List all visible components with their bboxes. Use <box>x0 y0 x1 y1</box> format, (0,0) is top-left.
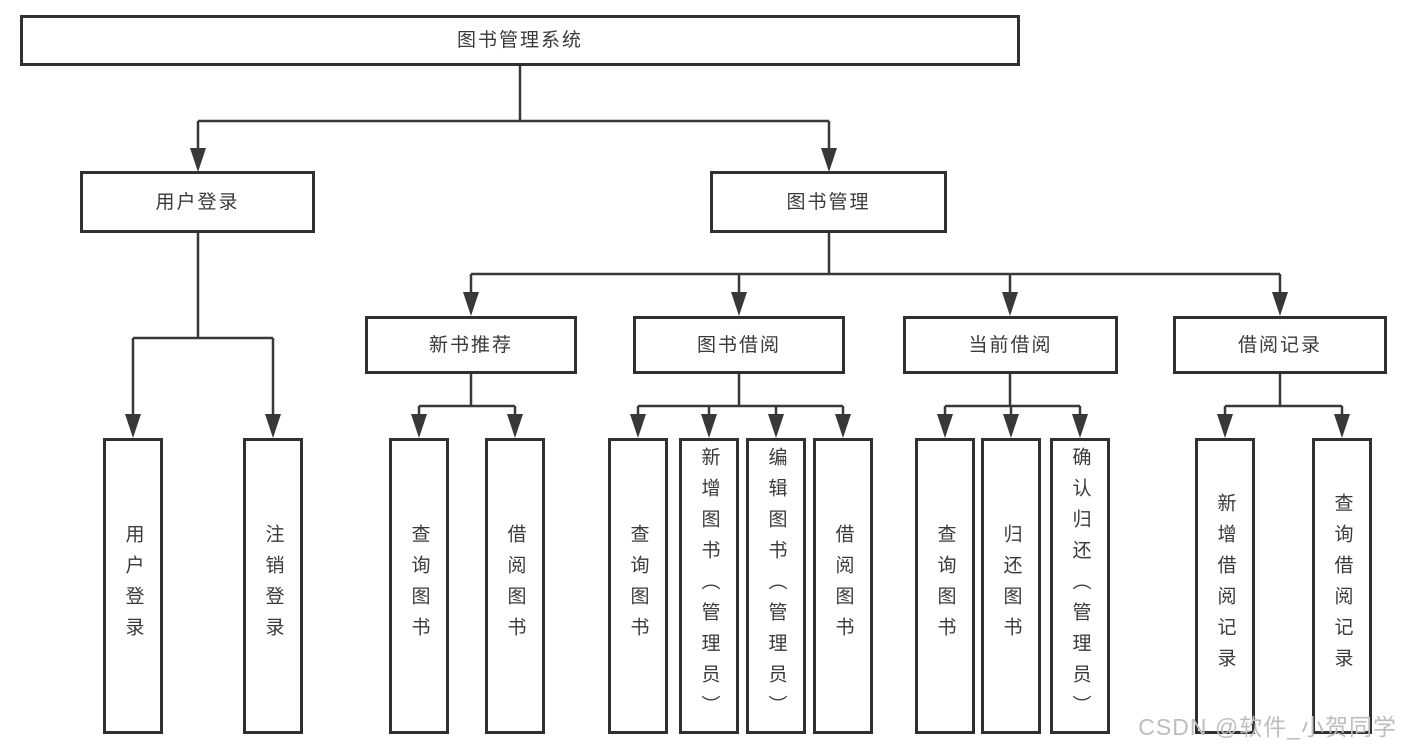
arrowhead <box>630 414 646 438</box>
arrowhead <box>1217 414 1233 438</box>
leaf-return-books: 归还图书 <box>981 438 1041 734</box>
leaf-label: 借阅图书 <box>832 524 854 648</box>
arrowhead <box>937 414 953 438</box>
group-book-borrowing: 图书借阅 <box>633 316 845 374</box>
connector-path <box>131 66 1344 418</box>
group-current-borrowing: 当前借阅 <box>903 316 1118 374</box>
node-library-management-system: 图书管理系统 <box>20 15 1020 66</box>
arrowhead <box>190 148 206 172</box>
arrowhead <box>265 414 281 438</box>
group-new-book-recommend: 新书推荐 <box>365 316 577 374</box>
leaf-label: 用户登录 <box>122 524 144 648</box>
leaf-borrow-books-recommend: 借阅图书 <box>485 438 545 734</box>
leaf-label: 查询借阅记录 <box>1331 493 1353 679</box>
arrowhead <box>768 414 784 438</box>
leaf-label: 新增图书（管理员） <box>698 446 720 726</box>
branch-user-login: 用户登录 <box>80 171 315 233</box>
arrowhead <box>1272 292 1288 316</box>
arrowhead <box>1003 414 1019 438</box>
arrowhead <box>1072 414 1088 438</box>
arrowhead <box>731 292 747 316</box>
watermark: CSDN @软件_小贺同学 <box>1138 714 1397 740</box>
leaf-query-books-current: 查询图书 <box>915 438 975 734</box>
leaf-label: 查询图书 <box>934 524 956 648</box>
leaf-label: 查询图书 <box>408 524 430 648</box>
leaf-query-borrow-record: 查询借阅记录 <box>1312 438 1372 734</box>
leaf-query-books-borrowing: 查询图书 <box>608 438 668 734</box>
leaf-edit-book-admin: 编辑图书（管理员） <box>746 438 806 734</box>
leaf-label: 注销登录 <box>262 524 284 648</box>
arrowhead <box>821 148 837 172</box>
leaf-confirm-return-admin: 确认归还（管理员） <box>1050 438 1110 734</box>
arrowhead <box>411 414 427 438</box>
arrowhead <box>463 292 479 316</box>
arrowhead <box>701 414 717 438</box>
arrowhead <box>1002 292 1018 316</box>
leaf-label: 查询图书 <box>627 524 649 648</box>
arrowhead <box>507 414 523 438</box>
leaf-user-login: 用户登录 <box>103 438 163 734</box>
arrowhead <box>835 414 851 438</box>
leaf-label: 归还图书 <box>1000 524 1022 648</box>
leaf-label: 新增借阅记录 <box>1214 493 1236 679</box>
leaf-add-borrow-record: 新增借阅记录 <box>1195 438 1255 734</box>
branch-book-management: 图书管理 <box>710 171 947 233</box>
leaf-label: 编辑图书（管理员） <box>765 446 787 726</box>
arrowhead <box>1334 414 1350 438</box>
leaf-label: 借阅图书 <box>504 524 526 648</box>
group-borrow-records: 借阅记录 <box>1173 316 1387 374</box>
leaf-label: 确认归还（管理员） <box>1069 446 1091 726</box>
leaf-query-books-recommend: 查询图书 <box>389 438 449 734</box>
leaf-logout: 注销登录 <box>243 438 303 734</box>
leaf-borrow-books-borrowing: 借阅图书 <box>813 438 873 734</box>
leaf-add-book-admin: 新增图书（管理员） <box>679 438 739 734</box>
arrowhead <box>125 414 141 438</box>
